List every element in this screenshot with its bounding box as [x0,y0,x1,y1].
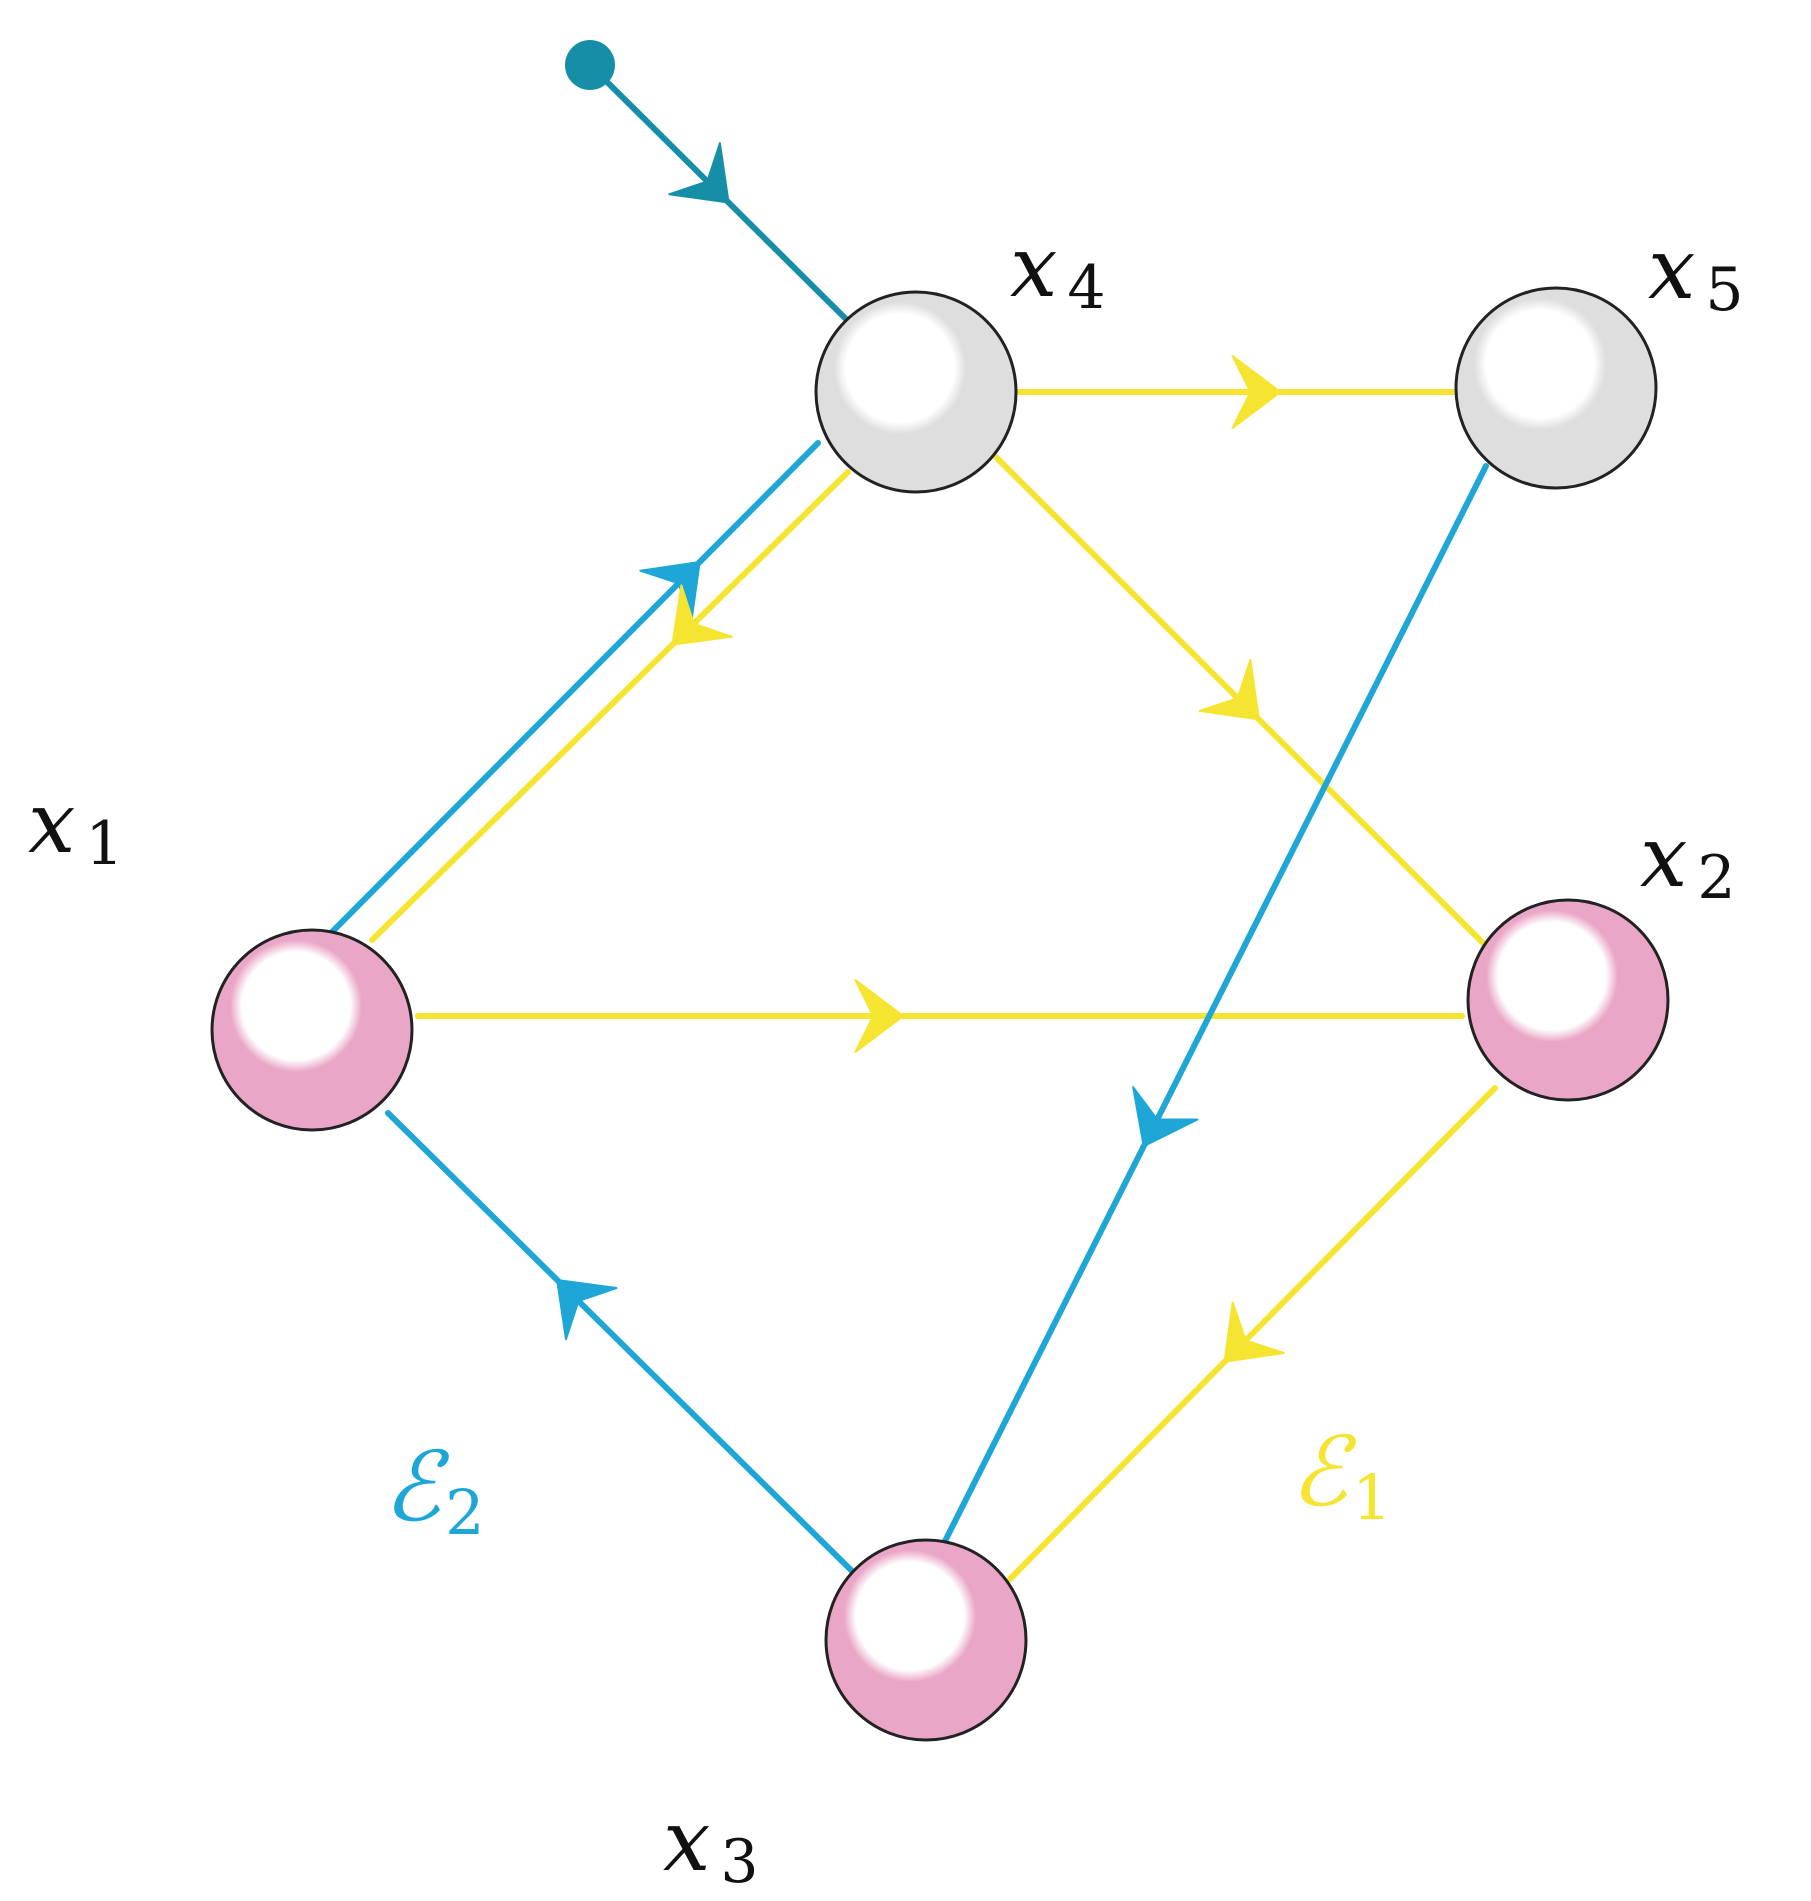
edge-x3-x1 [385,1110,860,1579]
node-label-index: 5 [1705,255,1743,325]
node-x3 [824,1538,1028,1742]
arrowhead-x4-x2 [1198,658,1260,721]
path-label-index: 2 [445,1476,484,1549]
node-label-var: x [28,774,75,872]
edge-x4-x1 [369,469,851,943]
arrowhead-x4-x1 [671,584,733,646]
path-label-symbol: ℰ [1290,1416,1357,1528]
edges-layer [327,40,1498,1582]
node-x5 [1454,286,1658,490]
node-label-var: x [1648,220,1695,318]
nodes-layer [210,286,1670,1742]
arrowhead-x1-x2 [854,979,905,1053]
node-label-index: 2 [1697,843,1735,913]
node-label-index: 4 [1067,253,1105,323]
node-label-var: x [663,1792,710,1890]
path-label-symbol: ℰ [383,1431,450,1543]
node-label-index: 3 [720,1827,758,1897]
arrowheads-layer [556,142,1285,1363]
edge-x1-x4 [327,440,821,937]
edge-x2-x3 [1007,1085,1498,1582]
arrowhead-x5-x3 [1132,1086,1199,1148]
arrowhead-x2-x3 [1223,1301,1285,1363]
node-x4 [814,290,1018,494]
path-label-eps2: ℰ2 [383,1431,485,1549]
node-label-var: x [1010,218,1057,316]
node-label-var: x [1640,808,1687,906]
arrowhead-x1-x4 [639,561,701,623]
path-label-index: 1 [1352,1461,1391,1534]
path-label-eps1: ℰ1 [1290,1416,1392,1534]
edge-x5-x3 [932,463,1489,1564]
arrowhead-x4-x5 [1231,355,1282,429]
node-x1 [210,928,414,1132]
node-label-index: 1 [85,809,123,879]
arrowhead-start-x4 [668,142,730,204]
node-x2 [1466,898,1670,1102]
arrowhead-x3-x1 [556,1278,618,1341]
